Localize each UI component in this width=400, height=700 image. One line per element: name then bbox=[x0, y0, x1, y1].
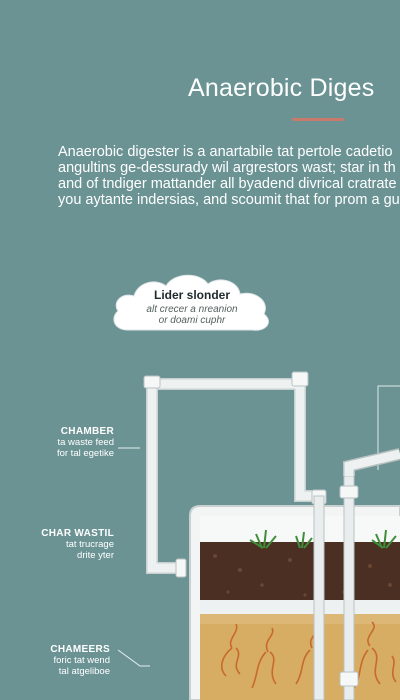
chambers-label: CHAMEERS foric tat wend tal atgeliboe bbox=[10, 644, 110, 677]
label-heading: CHAMBER bbox=[60, 426, 114, 437]
page-title: Anaerobic Diges bbox=[188, 74, 375, 102]
label-heading: CHAR WASTIL bbox=[41, 528, 114, 539]
cloud-icon bbox=[113, 274, 269, 331]
gas-outlet-pipe bbox=[313, 448, 400, 700]
intro-line: angultins ge-dessurady wil argrestors wa… bbox=[58, 160, 396, 176]
label-heading: CHAMEERS bbox=[50, 644, 110, 655]
soil-layer bbox=[200, 542, 400, 600]
label-text: tat trucrage bbox=[65, 539, 114, 550]
grass-tuft bbox=[249, 529, 277, 549]
intro-line: Anaerobic digester is a anartabile tat p… bbox=[58, 144, 393, 160]
sludge-layer bbox=[200, 614, 400, 700]
char-waste-label: CHAR WASTIL tat trucrage drite yter bbox=[14, 528, 114, 561]
gas-cloud-callout: Lider slonder alt crecer a nreanion or d… bbox=[108, 268, 276, 334]
label-text: drite yter bbox=[77, 550, 114, 561]
chamber-label: CHAMBER ta waste feed for tal egetike bbox=[14, 426, 114, 459]
intro-paragraph: Anaerobic digester is a anartabile tat p… bbox=[58, 144, 400, 208]
intro-line: and of tndiger mattander all byadend div… bbox=[58, 176, 397, 192]
cloud-subtitle-line: alt crecer a nreanion bbox=[146, 304, 238, 315]
label-text: tal atgeliboe bbox=[58, 666, 110, 677]
label-text: ta waste feed bbox=[57, 437, 114, 448]
label-text: foric tat wend bbox=[53, 655, 111, 666]
leader-line bbox=[377, 385, 400, 470]
title-underline bbox=[292, 118, 344, 121]
inlet-pipe bbox=[143, 371, 327, 578]
intro-line: you aytante indersias, and scoumit that … bbox=[58, 192, 400, 208]
leader-line bbox=[117, 649, 150, 667]
digester-tank bbox=[189, 448, 400, 700]
cloud-subtitle-line: or doami cuphr bbox=[158, 315, 226, 326]
grass-tuft bbox=[295, 531, 313, 549]
cloud-title: Lider slonder bbox=[153, 288, 230, 302]
label-text: for tal egetike bbox=[56, 448, 114, 459]
grass-tuft bbox=[371, 529, 397, 549]
